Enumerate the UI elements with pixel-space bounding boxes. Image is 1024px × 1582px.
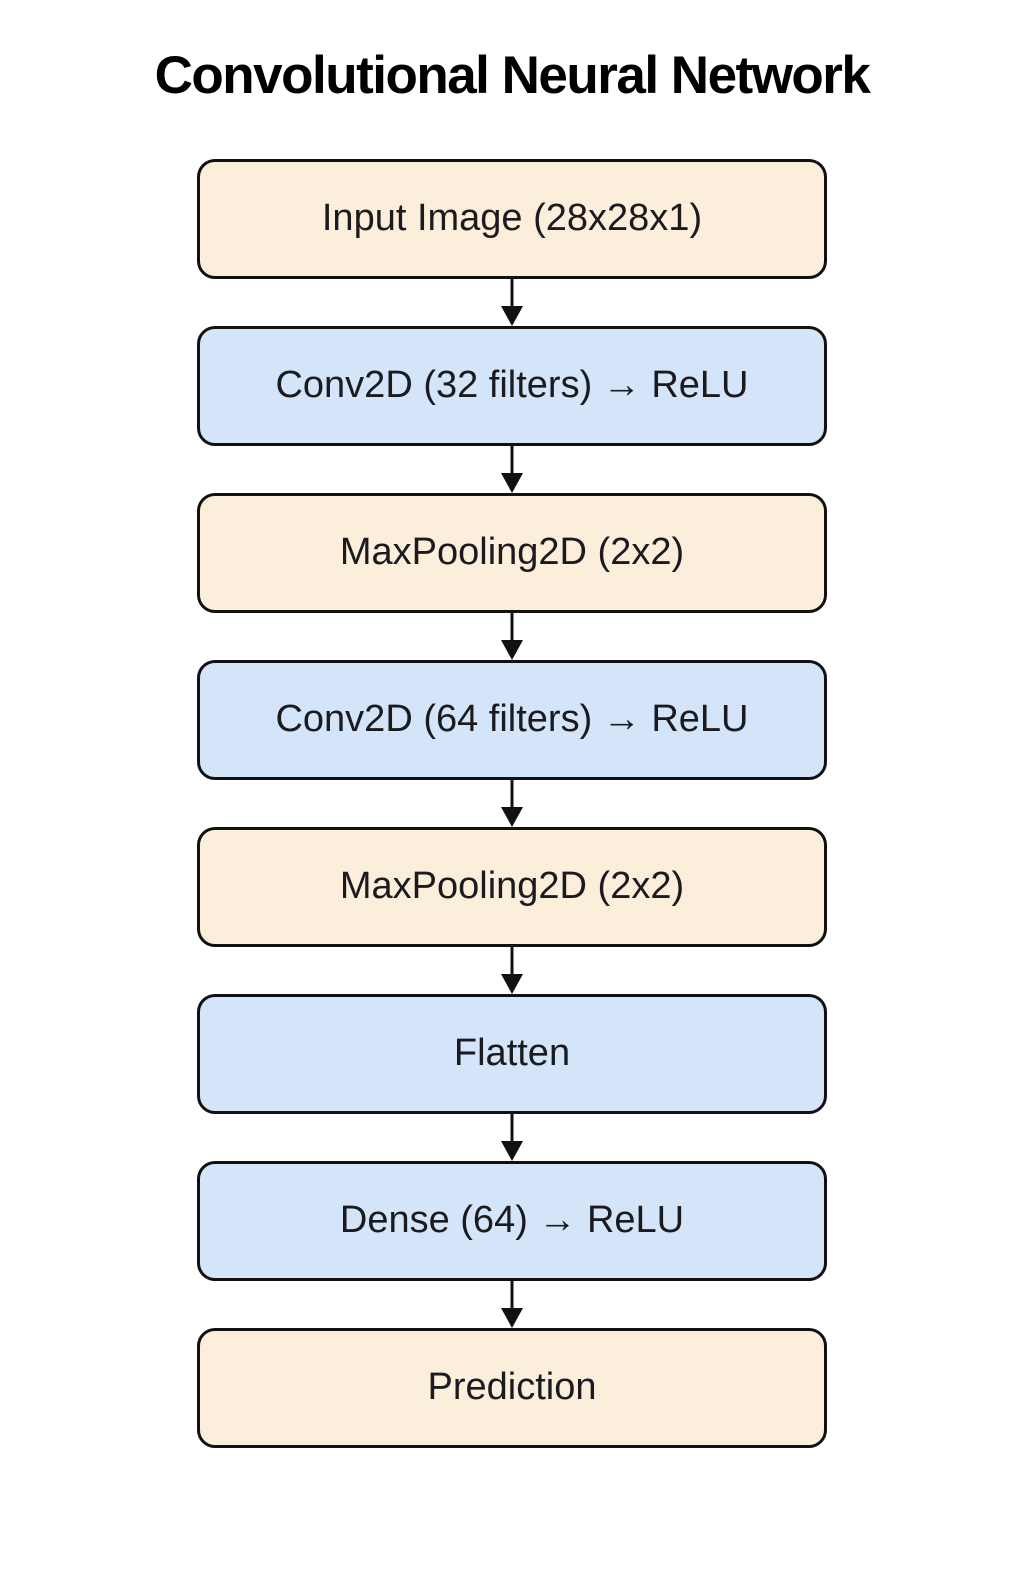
- arrow-head: [501, 973, 523, 994]
- node-label: Input Image (28x28x1): [321, 197, 703, 240]
- arrow-head: [501, 806, 523, 827]
- node-label: Prediction: [427, 1366, 597, 1409]
- arrow-shaft: [510, 278, 514, 314]
- flow-column: Input Image (28x28x1) Conv2D (32 filters…: [197, 158, 827, 1448]
- down-arrow-icon: [197, 278, 827, 326]
- arrow-shaft: [510, 445, 514, 481]
- node-input-image: Input Image (28x28x1): [197, 158, 827, 279]
- arrow-head: [501, 639, 523, 660]
- node-maxpooling-1: MaxPooling2D (2x2): [197, 492, 827, 613]
- node-conv2d-64: Conv2D (64 filters) → ReLU: [197, 659, 827, 780]
- node-label: Flatten: [453, 1032, 571, 1075]
- down-arrow-icon: [197, 612, 827, 660]
- down-arrow-icon: [197, 1113, 827, 1161]
- node-dense-64: Dense (64) → ReLU: [197, 1160, 827, 1281]
- down-arrow-icon: [197, 1280, 827, 1328]
- arrow-shaft: [510, 612, 514, 648]
- arrow-shaft: [510, 779, 514, 815]
- node-label: Conv2D (32 filters) → ReLU: [275, 364, 749, 407]
- node-prediction: Prediction: [197, 1327, 827, 1448]
- node-flatten: Flatten: [197, 993, 827, 1114]
- down-arrow-icon: [197, 779, 827, 827]
- arrow-head: [501, 305, 523, 326]
- node-label: MaxPooling2D (2x2): [339, 531, 685, 574]
- node-conv2d-32: Conv2D (32 filters) → ReLU: [197, 325, 827, 446]
- down-arrow-icon: [197, 946, 827, 994]
- node-label: Dense (64) → ReLU: [339, 1199, 685, 1242]
- node-label: Conv2D (64 filters) → ReLU: [275, 698, 749, 741]
- down-arrow-icon: [197, 445, 827, 493]
- cnn-diagram-page: Convolutional Neural Network Input Image…: [0, 46, 1024, 1582]
- arrow-shaft: [510, 1280, 514, 1316]
- diagram-title: Convolutional Neural Network: [154, 46, 871, 105]
- arrow-shaft: [510, 1113, 514, 1149]
- arrow-head: [501, 1140, 523, 1161]
- arrow-head: [501, 1307, 523, 1328]
- arrow-shaft: [510, 946, 514, 982]
- node-maxpooling-2: MaxPooling2D (2x2): [197, 826, 827, 947]
- arrow-head: [501, 472, 523, 493]
- node-label: MaxPooling2D (2x2): [339, 865, 685, 908]
